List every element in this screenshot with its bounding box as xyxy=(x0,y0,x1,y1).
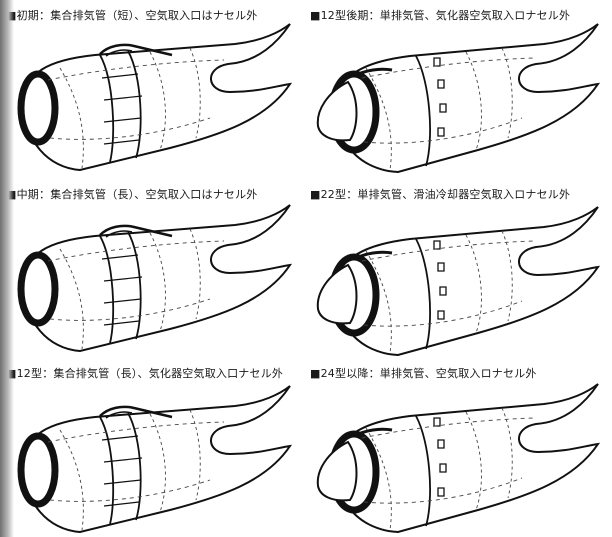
diagram-panel-5: ■12型：集合排気管（長）、気化器空気取入口ナセル外 xyxy=(0,358,306,537)
diagram-panel-4: ■22型：単排気管、滑油冷却器空気取入ロナセル外 xyxy=(306,179,612,358)
nacelle-drawing xyxy=(0,358,306,537)
diagram-panel-3: ■中期：集合排気管（長）、空気取入口はナセル外 xyxy=(0,179,306,358)
panel-caption: ■12型：集合排気管（長）、気化器空気取入口ナセル外 xyxy=(6,367,284,380)
diagram-panel-2: ■12型後期：単排気管、気化器空気取入ロナセル外 xyxy=(306,0,612,179)
panel-caption: ■初期：集合排気管（短）、空気取入口はナセル外 xyxy=(6,9,258,22)
panel-caption: ■22型：単排気管、滑油冷却器空気取入ロナセル外 xyxy=(310,188,571,201)
nacelle-drawing xyxy=(306,179,612,358)
diagram-panel-1: ■初期：集合排気管（短）、空気取入口はナセル外 xyxy=(0,0,306,179)
panel-caption: ■24型以降：単排気管、空気取入ロナセル外 xyxy=(310,367,537,380)
nacelle-drawing xyxy=(0,0,306,179)
page-binding-shadow xyxy=(0,0,14,537)
panel-caption: ■12型後期：単排気管、気化器空気取入ロナセル外 xyxy=(310,9,571,22)
panel-caption: ■中期：集合排気管（長）、空気取入口はナセル外 xyxy=(6,188,258,201)
nacelle-drawing xyxy=(306,0,612,179)
diagram-panel-6: ■24型以降：単排気管、空気取入ロナセル外 xyxy=(306,358,612,537)
nacelle-drawing xyxy=(0,179,306,358)
nacelle-drawing xyxy=(306,358,612,537)
